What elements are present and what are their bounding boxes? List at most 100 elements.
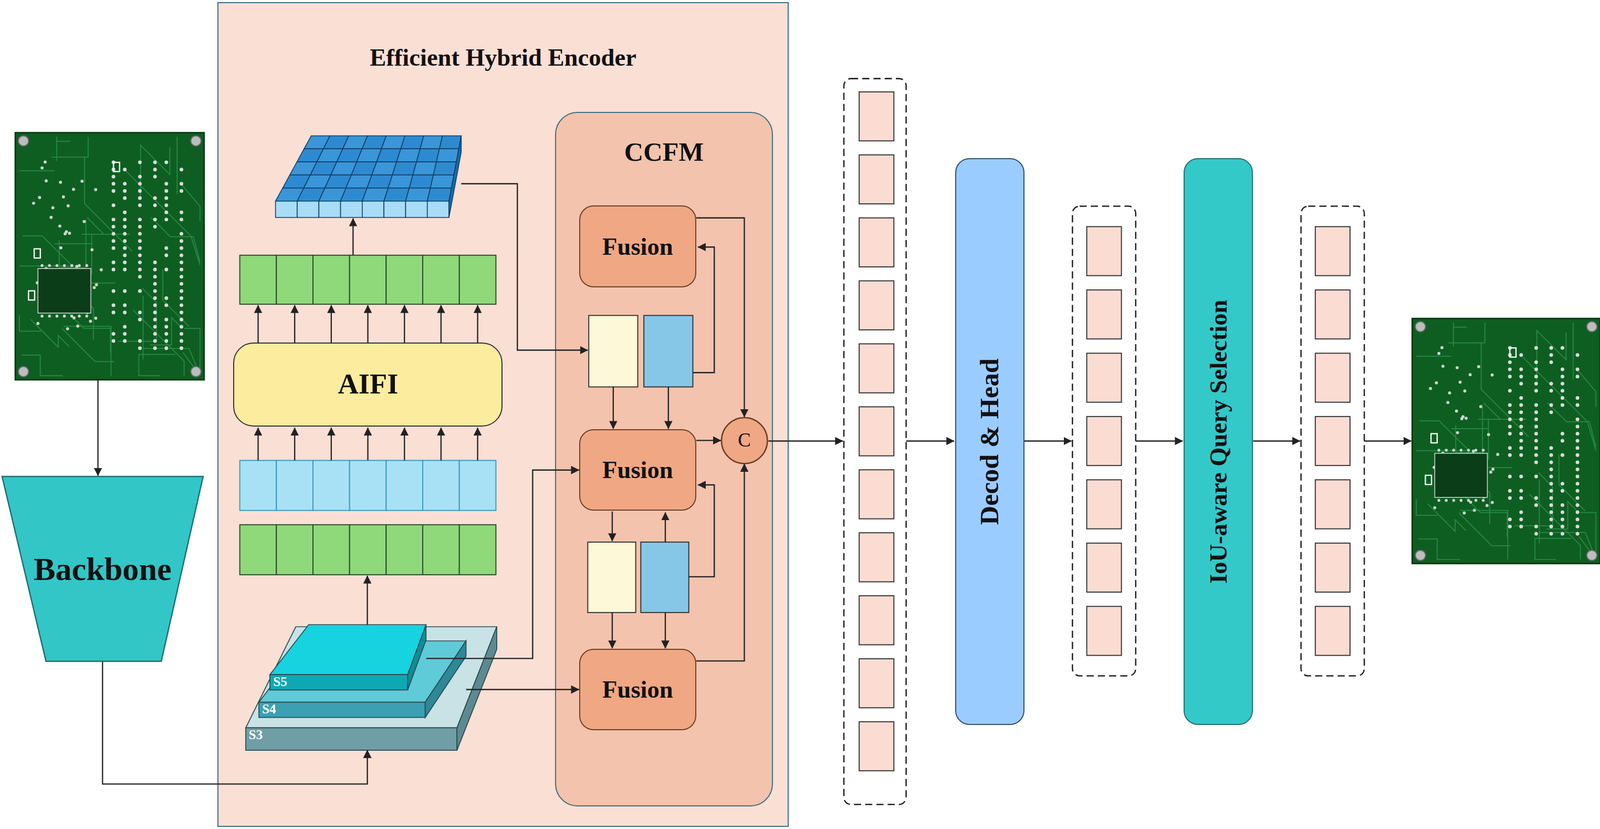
feature-plate-face — [269, 624, 426, 675]
token-cell — [276, 459, 313, 510]
token-cell — [239, 524, 277, 575]
flow-arrow — [667, 386, 669, 429]
feature-grid-cell — [420, 135, 443, 149]
panel-title: CCFM — [624, 137, 705, 167]
query-token — [859, 343, 894, 393]
feature-map-layer-shape — [269, 624, 426, 690]
feature-grid-cell — [430, 174, 455, 188]
flow-arrow — [476, 305, 478, 343]
feature-grid-cell — [318, 201, 341, 218]
trapezoid-outline — [2, 476, 204, 662]
query-token — [859, 280, 894, 330]
query-token — [1086, 226, 1122, 276]
token-cell — [422, 524, 460, 575]
feature-grid-cell — [340, 201, 363, 218]
feature-grid-cell — [439, 135, 462, 149]
query-token — [859, 721, 894, 771]
query-token — [1086, 542, 1122, 592]
query-token — [859, 406, 894, 456]
connector-arrow — [426, 469, 580, 659]
query-column — [1301, 206, 1365, 676]
query-token — [1315, 542, 1351, 592]
feature-grid-cell — [297, 187, 326, 202]
feature-square — [587, 541, 636, 613]
feature-grid-cell — [342, 135, 368, 149]
feature-grid-cell — [356, 148, 382, 162]
feature-plate-face — [425, 640, 467, 718]
token-cell — [385, 524, 423, 575]
feature-grid-cell — [371, 161, 397, 175]
feature-grid-cell — [346, 174, 372, 188]
flow-arrow — [440, 427, 442, 460]
flow-arrow — [257, 305, 259, 343]
feature-grid-cell — [296, 148, 323, 162]
connector-arrow — [102, 661, 368, 784]
backbone-trapezoid: Backbone — [2, 476, 204, 662]
module-box: AIFI — [233, 342, 503, 426]
token-cell — [312, 255, 350, 305]
feature-grid-cell — [330, 161, 357, 175]
query-token — [1086, 479, 1122, 529]
flow-arrow — [768, 440, 843, 442]
box-label: Decod & Head — [975, 358, 1005, 525]
token-cell — [459, 459, 497, 510]
pcb-image — [1412, 318, 1600, 563]
flow-arrow — [1252, 440, 1300, 442]
feature-grid-cell — [289, 161, 318, 175]
feature-level-label: S4 — [262, 702, 277, 716]
token-cell — [459, 255, 497, 305]
feature-grid-cell — [275, 201, 298, 218]
feature-grid-cell — [383, 187, 410, 202]
box-label: Fusion — [602, 675, 674, 703]
flow-arrow — [1024, 440, 1072, 442]
box-label: AIFI — [338, 368, 399, 401]
token-cell — [349, 255, 387, 305]
feature-grid-cell — [362, 201, 384, 218]
connector-arrow — [696, 217, 745, 417]
feature-grid-cell — [275, 187, 305, 202]
box-label: IoU-aware Query Selection — [1205, 299, 1232, 583]
flow-arrow — [611, 612, 613, 648]
flow-arrow — [294, 305, 296, 343]
feature-grid-cell — [336, 148, 362, 162]
token-cell — [312, 524, 350, 575]
feature-plate-face — [245, 727, 457, 750]
concat-circle: C — [720, 416, 768, 464]
feature-grid-cell — [381, 135, 405, 149]
token-cell — [422, 255, 460, 305]
query-token — [1315, 289, 1351, 339]
feature-grid-cell — [376, 148, 401, 162]
feature-grid-cell — [427, 201, 449, 218]
query-token — [859, 658, 894, 708]
fusion-box: Fusion — [579, 205, 697, 287]
feature-grid-cell — [367, 174, 393, 188]
flow-arrow — [403, 305, 405, 343]
feature-grid-cell — [383, 201, 406, 218]
feature-grid-cell — [427, 187, 452, 202]
token-cell — [276, 255, 313, 305]
feature-grid-cell — [405, 201, 427, 218]
feature-grid-cell — [297, 201, 319, 218]
query-token — [859, 217, 894, 267]
feature-grid-cell — [409, 174, 434, 188]
flow-arrow — [906, 440, 955, 442]
token-cell — [422, 459, 460, 510]
feature-grid-cell — [318, 187, 347, 202]
module-panel: CCFMFusionFusionFusionC — [555, 111, 774, 806]
feature-plate-face — [408, 624, 427, 690]
query-token — [1086, 605, 1122, 655]
token-cell — [239, 255, 277, 305]
token-cell — [276, 524, 313, 575]
flow-arrow — [461, 183, 588, 351]
query-token — [1315, 605, 1351, 655]
token-cell — [385, 459, 423, 510]
fusion-box: Fusion — [579, 429, 697, 511]
feature-square — [643, 315, 693, 387]
query-token — [859, 91, 894, 141]
flow-arrow — [352, 218, 354, 256]
query-token — [859, 595, 894, 645]
